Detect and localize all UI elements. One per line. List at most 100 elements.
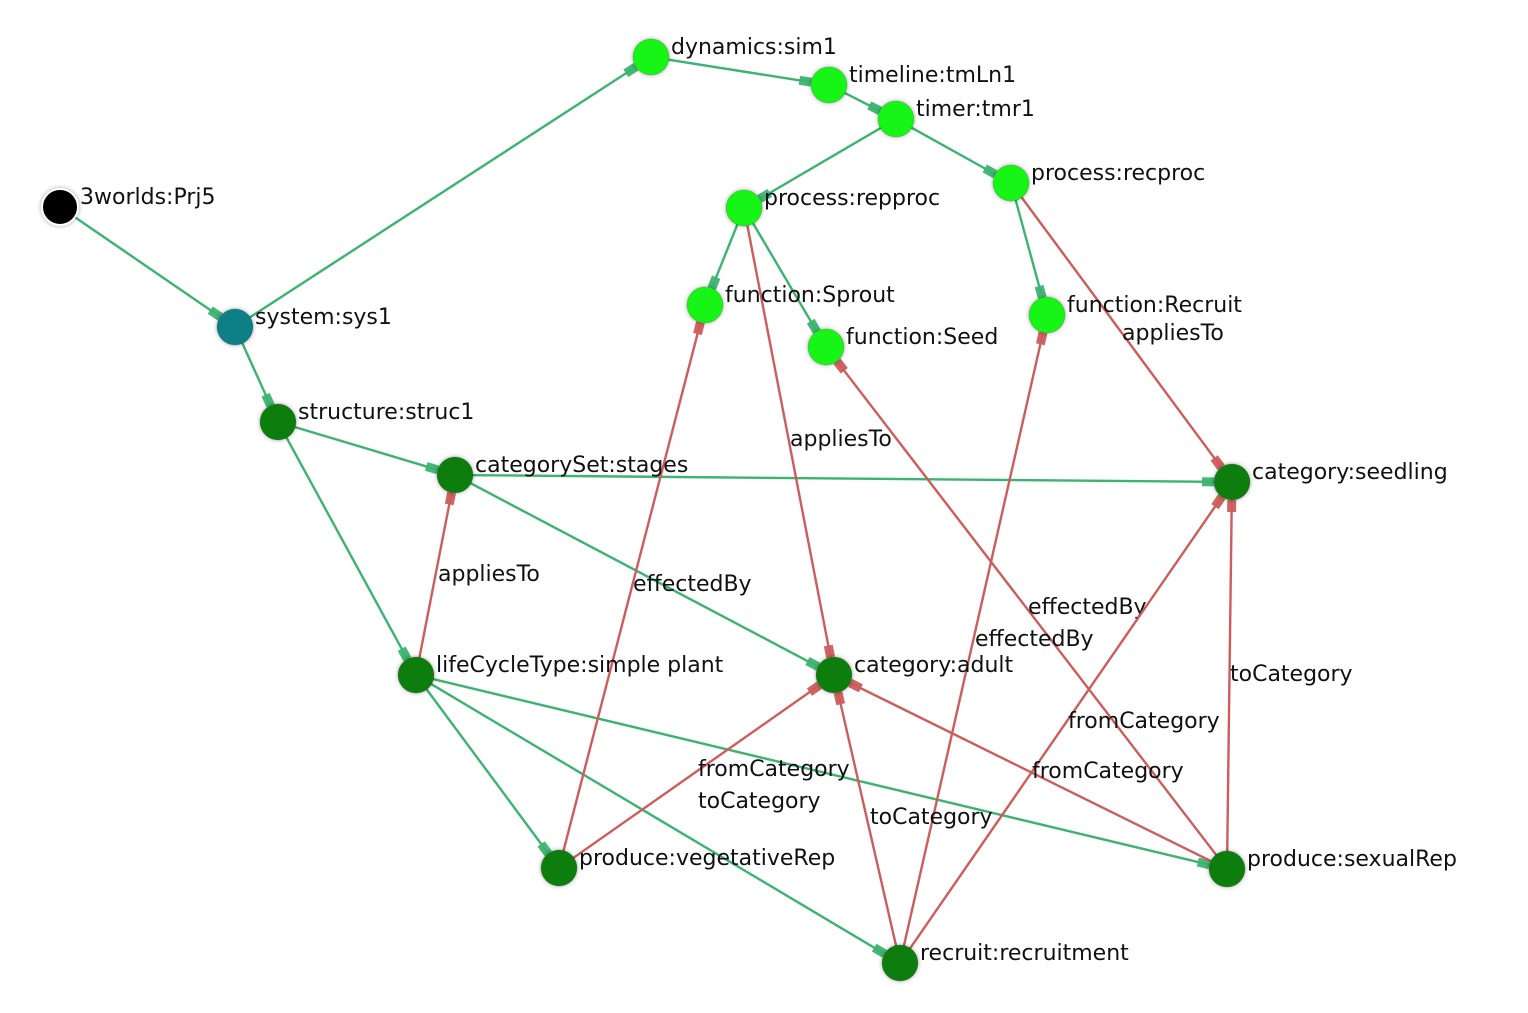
node-circle[interactable]	[436, 456, 474, 494]
edge-repproc-sprout[interactable]	[707, 222, 740, 290]
node-circle[interactable]	[815, 656, 853, 694]
edge-line[interactable]	[837, 693, 898, 948]
edge-line[interactable]	[571, 684, 820, 860]
edge-line[interactable]	[745, 223, 832, 657]
edge-line[interactable]	[292, 425, 438, 471]
edge-line[interactable]	[468, 481, 818, 668]
edge-line[interactable]	[417, 493, 453, 660]
edge-tmr-recproc[interactable]	[909, 125, 998, 179]
edge-line[interactable]	[850, 682, 1214, 863]
node-recproc[interactable]: process:recproc	[992, 161, 1205, 202]
node-tml[interactable]: timeline:tmLn1	[810, 63, 1016, 104]
edge-sys1-dyn[interactable]	[247, 63, 639, 320]
edge-line[interactable]	[751, 221, 818, 332]
edge-line[interactable]	[1019, 195, 1222, 468]
node-seedling[interactable]: category:seedling	[1213, 460, 1448, 501]
edge-line[interactable]	[424, 687, 549, 854]
edge-recruit-adult[interactable]: toCategory	[833, 691, 993, 948]
node-label: structure:struc1	[298, 400, 474, 425]
edge-line[interactable]	[429, 682, 885, 955]
edge-line[interactable]	[710, 222, 740, 288]
node-circle[interactable]	[725, 189, 763, 227]
edge-sys1-struc[interactable]	[240, 341, 275, 408]
node-label: function:Sprout	[725, 283, 895, 308]
edge-line[interactable]	[836, 361, 1219, 858]
node-struc[interactable]: structure:struc1	[259, 400, 474, 441]
node-recruitfn[interactable]: function:Recruit	[1028, 293, 1242, 334]
node-circle[interactable]	[397, 656, 435, 694]
node-stages[interactable]: categorySet:stages	[436, 453, 688, 494]
edge-line[interactable]	[908, 496, 1223, 951]
node-circle[interactable]	[1213, 463, 1251, 501]
edge-line[interactable]	[240, 341, 272, 406]
edge-line[interactable]	[72, 215, 221, 318]
edge-vegrep-sprout[interactable]: effectedBy	[561, 321, 752, 853]
edge-line[interactable]	[902, 333, 1044, 948]
node-circle[interactable]	[810, 66, 848, 104]
edge-lct-recruit[interactable]	[429, 682, 887, 958]
edge-tmr-repproc[interactable]	[757, 126, 883, 203]
edge-dyn-tml[interactable]	[666, 58, 812, 87]
node-circle[interactable]	[686, 286, 724, 324]
edge-label: effectedBy	[1028, 595, 1147, 620]
edge-line[interactable]	[759, 126, 883, 200]
edge-sexrep-seed[interactable]: effectedBy	[833, 358, 1219, 858]
edge-stages-adult[interactable]	[468, 481, 821, 671]
edge-lct-sexrep[interactable]	[431, 677, 1211, 870]
node-circle[interactable]	[1208, 850, 1246, 888]
edge-recruit-recruitfn[interactable]: effectedBy	[902, 331, 1094, 948]
edge-arrow-head	[833, 691, 846, 706]
edge-stages-seedling[interactable]	[470, 473, 1215, 487]
edge-arrow-head	[848, 678, 863, 693]
edge-sexrep-adult[interactable]: fromCategory	[848, 678, 1214, 863]
node-seed[interactable]: function:Seed	[807, 325, 998, 366]
node-prj5[interactable]: 3worlds:Prj5	[41, 185, 215, 226]
edge-recproc-seedling[interactable]: appliesTo	[1019, 195, 1225, 471]
edge-repproc-adult[interactable]: appliesTo	[745, 223, 892, 659]
edge-prj5-sys1[interactable]	[72, 215, 223, 321]
node-tmr[interactable]: timer:tmr1	[877, 97, 1035, 138]
edge-arrow-head	[537, 841, 552, 857]
node-circle[interactable]	[877, 100, 915, 138]
edge-sexrep-seedling[interactable]: toCategory	[1226, 499, 1353, 854]
edge-line[interactable]	[470, 473, 1214, 484]
node-circle[interactable]	[632, 38, 670, 76]
edge-line[interactable]	[1226, 500, 1233, 854]
node-circle[interactable]	[259, 403, 297, 441]
node-repproc[interactable]: process:repproc	[725, 186, 940, 227]
node-circle[interactable]	[540, 849, 578, 887]
edge-repproc-seed[interactable]	[751, 221, 821, 334]
node-circle[interactable]	[807, 328, 845, 366]
edge-tml-tmr[interactable]	[842, 91, 882, 115]
node-adult[interactable]: category:adult	[815, 653, 1014, 694]
edge-line[interactable]	[284, 435, 408, 659]
node-sprout[interactable]: function:Sprout	[686, 283, 895, 324]
node-label: function:Seed	[846, 325, 998, 350]
node-circle[interactable]	[216, 308, 254, 346]
node-label: 3worlds:Prj5	[80, 185, 215, 210]
edge-line[interactable]	[1014, 198, 1044, 297]
edge-line[interactable]	[909, 125, 995, 175]
edge-line[interactable]	[561, 323, 702, 853]
node-vegrep[interactable]: produce:vegetativeRep	[540, 846, 835, 887]
node-circle[interactable]	[881, 944, 919, 982]
edge-recruit-seedling[interactable]: fromCategory	[908, 494, 1226, 951]
node-recruit[interactable]: recruit:recruitment	[881, 941, 1129, 982]
node-dyn[interactable]: dynamics:sim1	[632, 35, 837, 76]
edge-line[interactable]	[431, 677, 1209, 866]
edge-lct-stages[interactable]: appliesTo	[417, 491, 540, 660]
edge-line[interactable]	[666, 58, 811, 84]
edge-recproc-recruitfn[interactable]	[1014, 198, 1047, 299]
edge-struc-stages[interactable]	[292, 425, 440, 475]
edge-struc-lct[interactable]	[284, 435, 412, 662]
node-circle[interactable]	[41, 188, 79, 226]
edge-line[interactable]	[247, 66, 636, 320]
edge-lct-vegrep[interactable]	[424, 687, 552, 857]
node-sys1[interactable]: system:sys1	[216, 305, 392, 346]
node-lct[interactable]: lifeCycleType:simple plant	[397, 653, 724, 694]
node-circle[interactable]	[1028, 296, 1066, 334]
node-sexrep[interactable]: produce:sexualRep	[1208, 847, 1457, 888]
node-circle[interactable]	[992, 164, 1030, 202]
